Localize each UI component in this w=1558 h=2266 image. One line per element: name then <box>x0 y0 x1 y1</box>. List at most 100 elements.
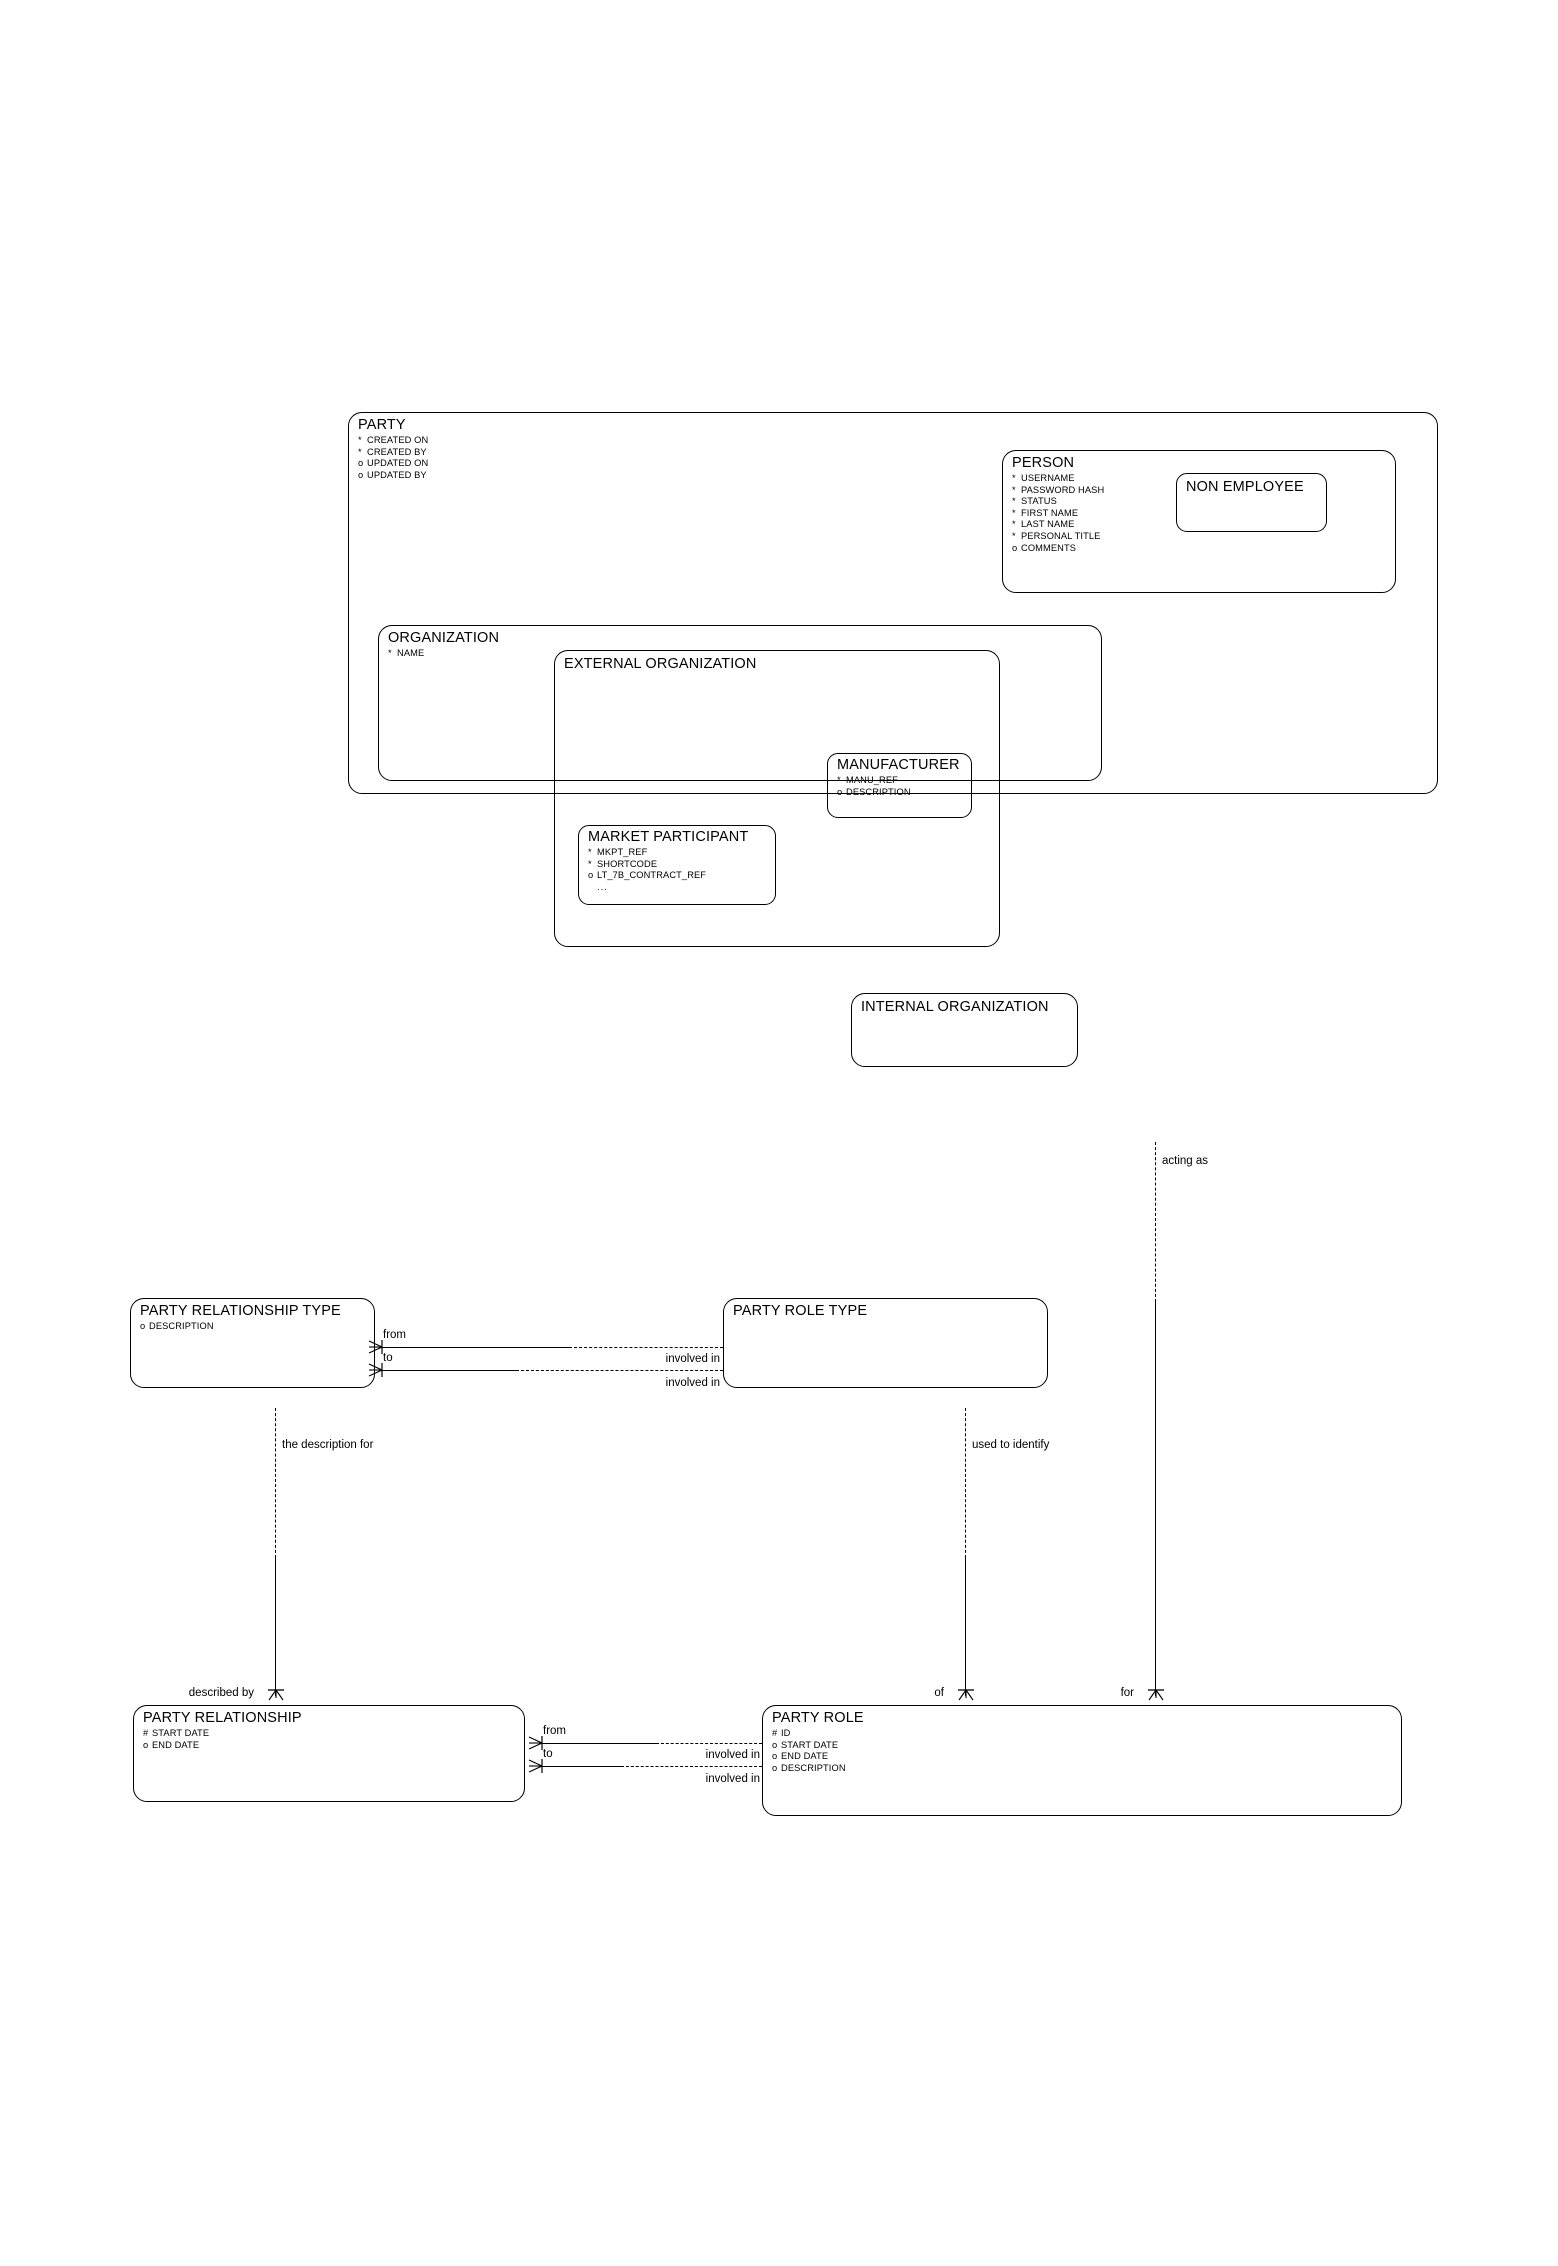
attribute-label: LT_7B_CONTRACT_REF <box>597 870 707 881</box>
attribute-mark: * <box>388 648 392 658</box>
attribute-row: #START DATE <box>143 1728 209 1740</box>
entity-title-party-role-type: PARTY ROLE TYPE <box>733 1303 868 1319</box>
crowfoot-described-by-icon <box>268 1689 284 1701</box>
crowfoot-pr-to-icon <box>528 1759 543 1773</box>
entity-title-organization: ORGANIZATION <box>388 630 500 646</box>
attribute-mark: o <box>588 870 594 881</box>
attribute-mark: o <box>837 786 843 797</box>
attribute-label: PASSWORD HASH <box>1021 484 1105 495</box>
attribute-label: FIRST NAME <box>1021 507 1079 518</box>
attribute-label: USERNAME <box>1021 473 1075 483</box>
attribute-mark: * <box>358 446 362 457</box>
relationship-label-for: for <box>1120 1687 1134 1699</box>
entity-person[interactable]: PERSON *USERNAME *PASSWORD HASH *STATUS … <box>1002 450 1396 593</box>
attribute-mark: * <box>837 775 841 785</box>
attribute-label: UPDATED BY <box>367 469 427 480</box>
entity-title-party-relationship: PARTY RELATIONSHIP <box>143 1710 302 1726</box>
attribute-mark: * <box>1012 496 1016 507</box>
attribute-row: * CREATED ON <box>358 435 428 447</box>
crowfoot-pr-from-icon <box>528 1736 543 1750</box>
entity-market-participant[interactable]: MARKET PARTICIPANT * MKPT_REF * SHORTCODE … <box>578 825 776 905</box>
relationship-line-prt-to-solid <box>381 1370 516 1371</box>
entity-organization[interactable]: ORGANIZATION *NAME <box>378 625 1102 781</box>
relationship-line-description-for-dashed <box>275 1408 276 1558</box>
attribute-label: COMMENTS <box>1021 542 1077 553</box>
attribute-row-ellipsis: ... <box>588 882 706 894</box>
attribute-label: SHORTCODE <box>597 858 658 869</box>
attribute-row: *PASSWORD HASH <box>1012 485 1104 497</box>
relationship-label-prt-from: from <box>383 1329 406 1341</box>
relationship-label-acting-as: acting as <box>1162 1155 1209 1167</box>
relationship-line-acting-as-dashed <box>1155 1142 1156 1302</box>
attribute-label: STATUS <box>1021 496 1057 507</box>
attribute-row: * PERSONAL TITLE <box>1012 531 1104 543</box>
relationship-line-pr-from-solid <box>541 1743 656 1744</box>
entity-party-role-type[interactable]: PARTY ROLE TYPE <box>723 1298 1048 1388</box>
relationship-label-prtype-involved-1: involved in <box>665 1353 720 1365</box>
attribute-mark: o <box>143 1739 149 1750</box>
attribute-label: CREATED BY <box>367 446 427 457</box>
relationship-line-prt-from-dashed <box>569 1347 723 1348</box>
attribute-mark: o <box>358 469 364 480</box>
attribute-row: * MANU_REF <box>837 775 911 787</box>
relationship-label-pr-to: to <box>543 1748 553 1760</box>
attribute-row: *USERNAME <box>1012 473 1104 485</box>
attribute-label: START DATE <box>152 1728 210 1738</box>
relationship-label-the-description-for: the description for <box>282 1439 374 1451</box>
attribute-mark: * <box>588 858 592 869</box>
attribute-label: START DATE <box>781 1739 839 1750</box>
crowfoot-prt-to-icon <box>368 1363 383 1377</box>
relationship-line-pr-from-dashed <box>656 1743 762 1744</box>
attribute-row: * CREATED BY <box>358 447 428 459</box>
relationship-label-pr-involved-2: involved in <box>705 1773 760 1785</box>
entity-title-party-role: PARTY ROLE <box>772 1710 864 1726</box>
attribute-label: MKPT_REF <box>597 847 648 857</box>
attribute-mark: # <box>772 1728 778 1738</box>
attribute-row: * SHORTCODE <box>588 859 706 871</box>
entity-non-employee[interactable]: NON EMPLOYEE <box>1176 473 1327 532</box>
relationship-line-pr-to-solid <box>541 1766 621 1767</box>
entity-external-organization[interactable]: EXTERNAL ORGANIZATION <box>554 650 1000 947</box>
crowfoot-for-icon <box>1148 1689 1164 1701</box>
relationship-line-prt-to-dashed <box>516 1370 723 1371</box>
entity-internal-organization[interactable]: INTERNAL ORGANIZATION <box>851 993 1078 1067</box>
relationship-label-pr-involved-1: involved in <box>705 1749 760 1761</box>
relationship-line-prt-from-solid <box>381 1347 569 1348</box>
attribute-mark: * <box>1012 519 1016 530</box>
attribute-mark: o <box>358 458 364 469</box>
attribute-list-organization: *NAME <box>388 648 424 660</box>
attribute-label: CREATED ON <box>367 435 429 445</box>
attribute-label: PERSONAL TITLE <box>1021 530 1101 541</box>
attribute-mark: * <box>588 847 592 857</box>
attribute-mark: * <box>1012 530 1016 541</box>
relationship-label-used-to-identify: used to identify <box>972 1439 1050 1451</box>
attribute-row: *FIRST NAME <box>1012 508 1104 520</box>
relationship-line-used-to-identify-dashed <box>965 1408 966 1558</box>
entity-title-market-participant: MARKET PARTICIPANT <box>588 829 749 845</box>
attribute-label: END DATE <box>781 1751 829 1762</box>
attribute-mark: * <box>358 435 362 445</box>
attribute-row: * STATUS <box>1012 496 1104 508</box>
relationship-label-prtype-involved-2: involved in <box>665 1377 720 1389</box>
entity-title-person: PERSON <box>1012 455 1075 471</box>
attribute-label: DESCRIPTION <box>781 1762 846 1773</box>
attribute-label: MANU_REF <box>846 775 898 785</box>
attribute-row: #ID <box>772 1728 846 1740</box>
